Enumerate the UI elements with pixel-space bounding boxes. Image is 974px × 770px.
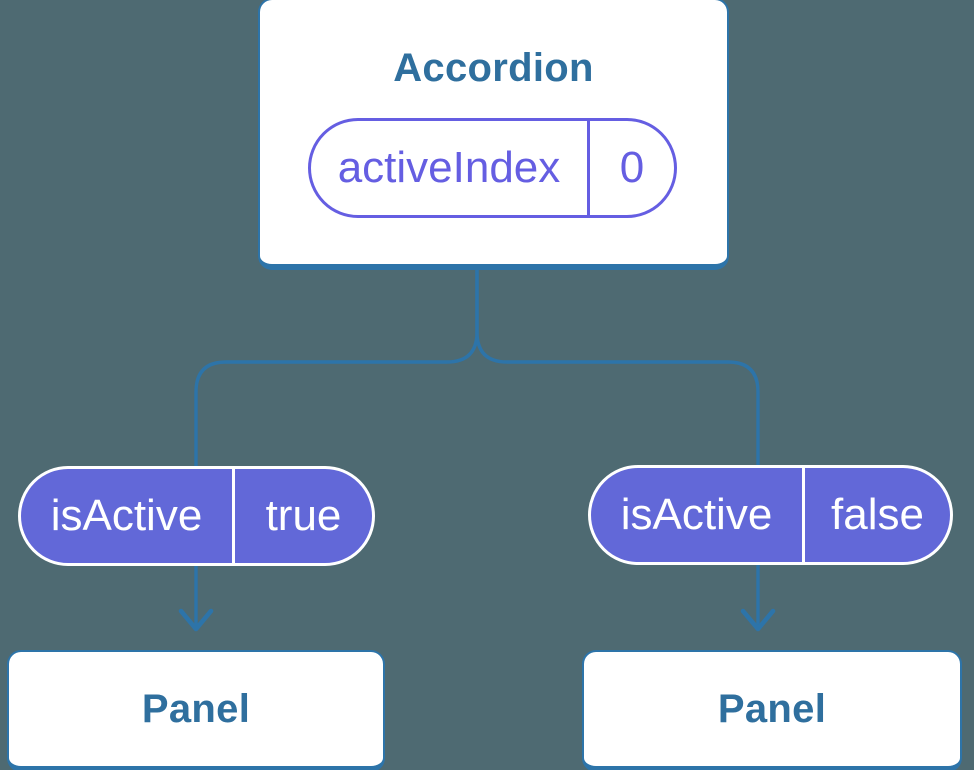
prop-pill-name: isActive [50, 491, 203, 540]
prop-pill-divider [802, 468, 805, 562]
prop-pill-value: false [831, 490, 924, 539]
right-arrowhead-icon [740, 608, 776, 632]
prop-pill-name: isActive [620, 490, 773, 539]
prop-pill-value: true [265, 491, 342, 540]
right-branch-line [475, 268, 760, 626]
prop-pill-is-active-true: isActive true [18, 466, 375, 566]
state-pill: activeIndex 0 [308, 118, 677, 218]
accordion-title: Accordion [393, 46, 594, 90]
state-pill-name: activeIndex [337, 143, 561, 192]
panel-component-box-left: Panel [7, 650, 385, 770]
accordion-component-box: Accordion activeIndex 0 [258, 0, 729, 270]
left-arrowhead-icon [178, 608, 214, 632]
state-pill-divider [587, 121, 590, 215]
state-pill-value: 0 [619, 143, 645, 192]
prop-pill-divider [232, 469, 235, 563]
panel-title: Panel [141, 686, 251, 731]
prop-pill-is-active-false: isActive false [588, 465, 953, 565]
left-branch-line [194, 268, 479, 626]
panel-title: Panel [717, 686, 827, 731]
panel-component-box-right: Panel [582, 650, 962, 770]
